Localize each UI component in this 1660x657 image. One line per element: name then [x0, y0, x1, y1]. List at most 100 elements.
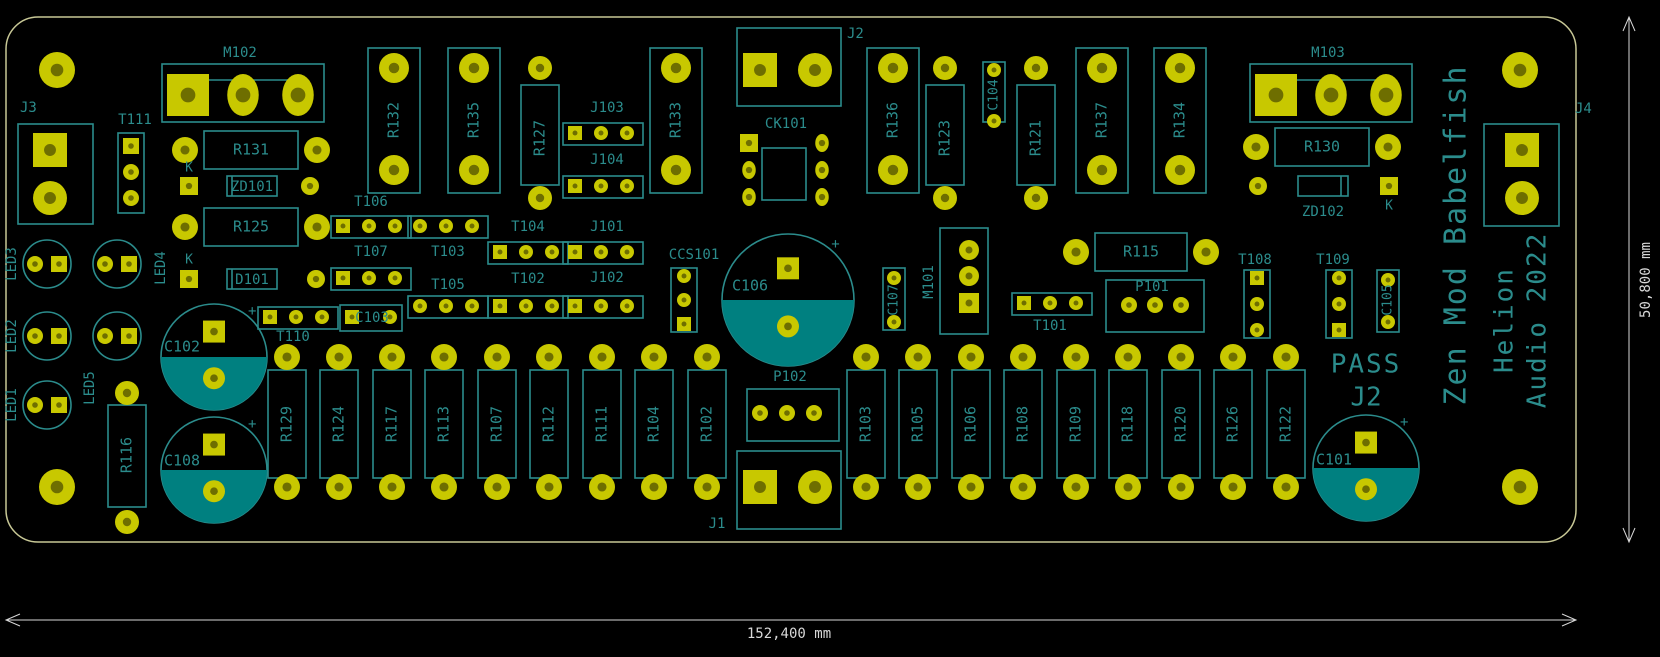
- resistor-body: [1016, 84, 1056, 186]
- diode-body: [1297, 175, 1349, 197]
- drill-hole: [1281, 482, 1291, 492]
- drill-hole: [818, 193, 826, 201]
- drill-hole: [1123, 482, 1133, 492]
- drill-hole: [1254, 327, 1260, 333]
- drill-hole: [44, 192, 56, 204]
- led-outline: [22, 239, 72, 289]
- ref-label: R118: [1119, 406, 1137, 442]
- drill-hole: [1031, 63, 1041, 73]
- ref-label: M101: [921, 265, 937, 299]
- drill-hole: [1071, 247, 1081, 257]
- ref-label: R127: [531, 120, 549, 156]
- drill-hole: [1281, 352, 1291, 362]
- drill-hole: [597, 352, 607, 362]
- drill-hole: [497, 249, 503, 255]
- to92-outline: [1011, 292, 1093, 316]
- ref-label: C108: [164, 452, 200, 470]
- drill-hole: [1178, 302, 1184, 308]
- pass-label: PASS: [1331, 350, 1402, 380]
- drill-hole: [340, 275, 346, 281]
- plus-sign: +: [248, 304, 256, 320]
- to92-outline: [1325, 269, 1353, 339]
- drill-hole: [443, 303, 449, 309]
- drill-hole: [185, 182, 193, 190]
- drill-hole: [1251, 142, 1261, 152]
- drill-hole: [891, 275, 897, 281]
- drill-hole: [681, 273, 687, 279]
- ref-label: T105: [431, 277, 465, 293]
- drill-hole: [492, 482, 502, 492]
- ref-label: J103: [590, 100, 624, 116]
- drill-hole: [1021, 300, 1027, 306]
- resistor-body: [1274, 127, 1370, 167]
- drill-hole: [1336, 327, 1342, 333]
- drill-hole: [811, 410, 817, 416]
- ref-label: K: [1385, 199, 1393, 214]
- ref-label: P101: [1135, 279, 1169, 295]
- drill-hole: [861, 482, 871, 492]
- drill-hole: [469, 223, 475, 229]
- ref-label: R123: [936, 120, 954, 156]
- drill-hole: [544, 352, 554, 362]
- ref-label: J4: [1575, 101, 1592, 117]
- drill-hole: [180, 87, 196, 103]
- drill-hole: [913, 482, 923, 492]
- drill-hole: [861, 352, 871, 362]
- transistor-outline: [161, 63, 325, 123]
- drill-hole: [649, 482, 659, 492]
- ref-label: J1: [709, 516, 726, 532]
- ref-label: D101: [235, 272, 269, 288]
- plus-sign: +: [1400, 415, 1408, 431]
- drill-hole: [784, 264, 792, 273]
- resistor-body: [520, 84, 560, 186]
- resistor-body: [447, 47, 501, 194]
- drill-hole: [417, 303, 423, 309]
- drill-hole: [56, 402, 62, 408]
- drill-hole: [468, 62, 480, 74]
- cap-outline: [882, 267, 906, 331]
- drill-hole: [940, 193, 950, 203]
- ref-label: T104: [511, 219, 545, 235]
- drill-hole: [32, 333, 38, 339]
- drill-hole: [44, 144, 56, 156]
- ref-label: R133: [667, 102, 685, 138]
- ref-label: J2: [847, 26, 864, 42]
- drill-hole: [681, 297, 687, 303]
- ref-label: R107: [488, 406, 506, 442]
- drill-hole: [818, 139, 826, 147]
- drill-hole: [757, 410, 763, 416]
- drill-hole: [439, 352, 449, 362]
- drill-hole: [1018, 482, 1028, 492]
- drill-hole: [1513, 480, 1527, 494]
- transistor-outline: [1249, 63, 1413, 123]
- to92-outline: [562, 295, 644, 319]
- ref-label: R111: [593, 406, 611, 442]
- ref-label: R104: [645, 406, 663, 442]
- drill-hole: [56, 261, 62, 267]
- to92-outline: [257, 306, 339, 330]
- ref-label: R103: [857, 406, 875, 442]
- drill-hole: [597, 482, 607, 492]
- drill-hole: [469, 303, 475, 309]
- led-outline: [22, 311, 72, 361]
- drill-hole: [290, 87, 306, 103]
- drill-hole: [128, 195, 134, 201]
- drill-hole: [681, 321, 687, 327]
- ref-label: T106: [354, 194, 388, 210]
- drill-hole: [1071, 482, 1081, 492]
- drill-hole: [387, 314, 393, 320]
- drill-hole: [913, 352, 923, 362]
- to92-outline: [670, 267, 698, 333]
- drill-hole: [523, 303, 529, 309]
- drill-hole: [670, 164, 682, 176]
- drill-hole: [535, 63, 545, 73]
- drill-hole: [306, 182, 314, 190]
- resistor-body: [925, 84, 965, 186]
- drill-hole: [1383, 142, 1393, 152]
- plus-sign: +: [248, 417, 256, 433]
- terminal-outline: [17, 123, 94, 225]
- drill-hole: [1385, 182, 1393, 190]
- connector-outline: [1105, 279, 1205, 333]
- drill-hole: [1378, 87, 1394, 103]
- ref-label: K: [185, 161, 193, 176]
